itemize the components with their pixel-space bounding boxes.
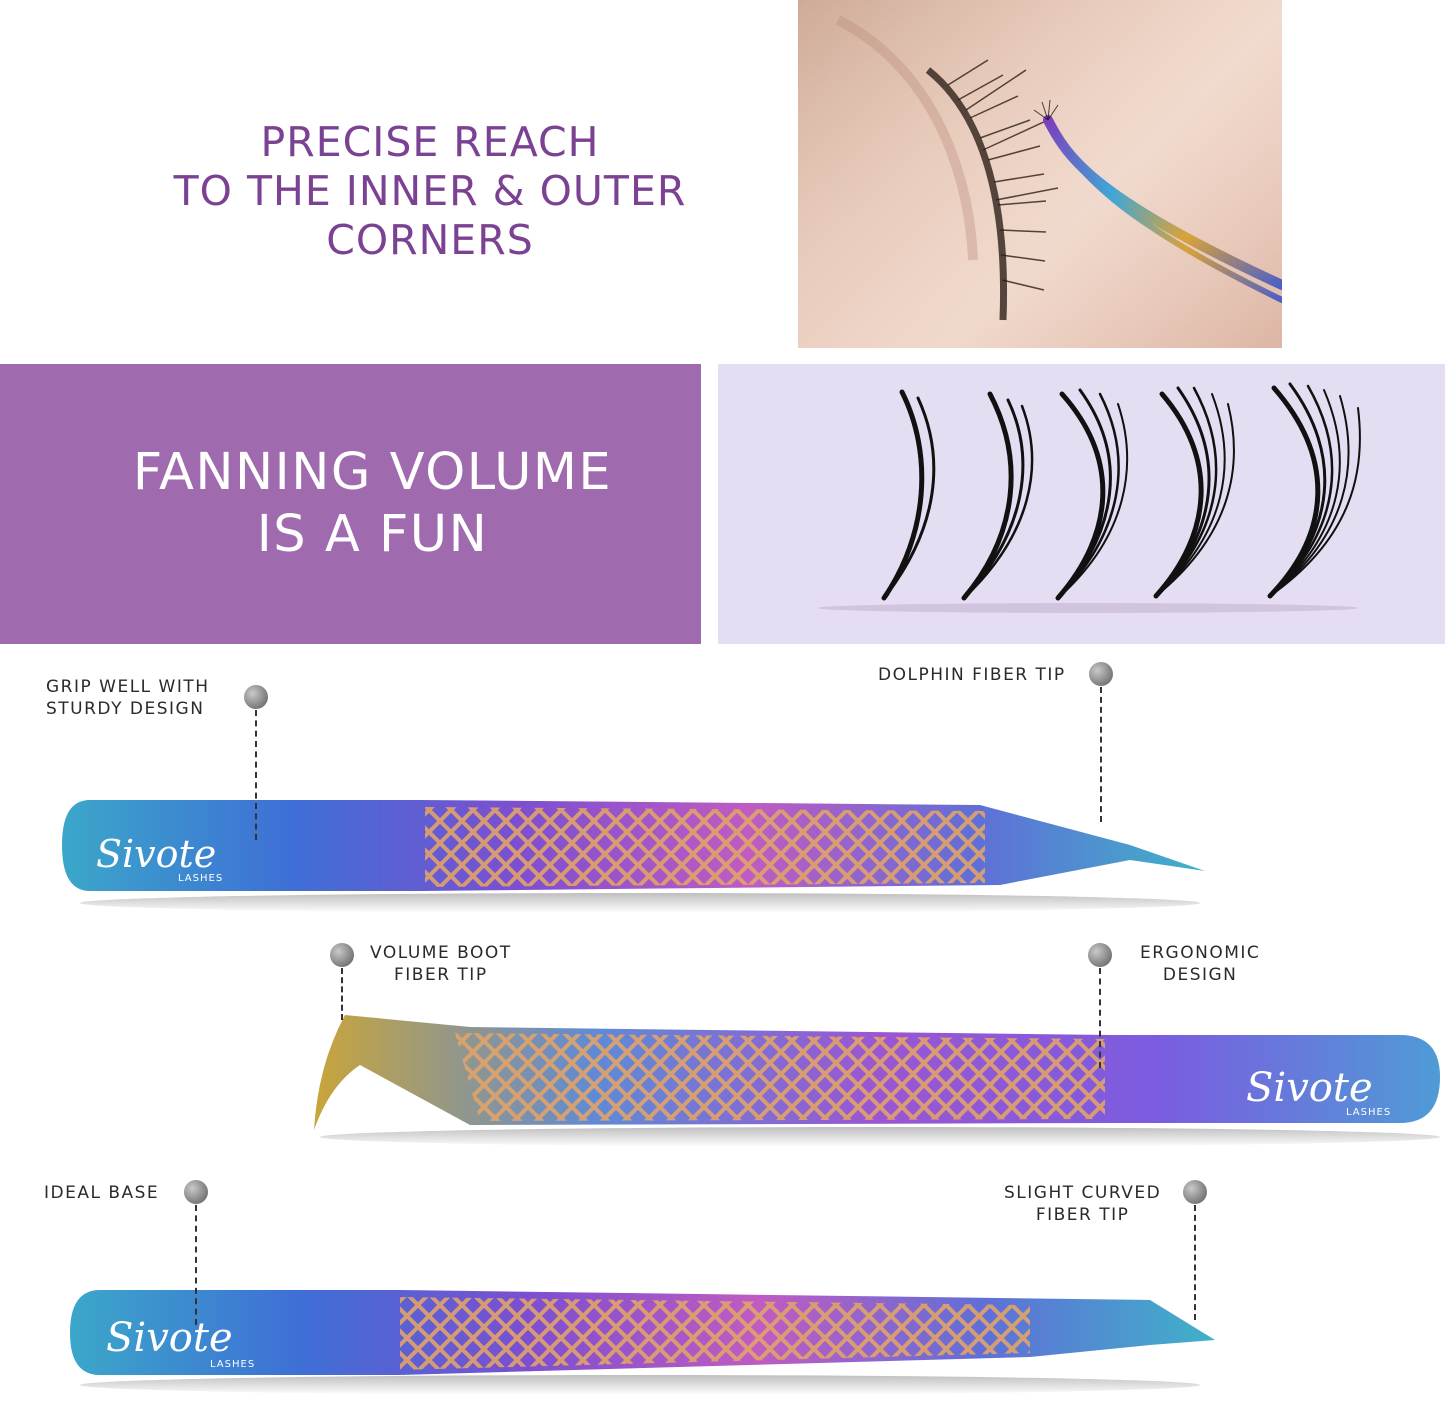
callout-dot-slight-curved [1183,1180,1207,1204]
lash-fan-5d [1153,386,1235,599]
label-volume-boot: VOLUME BOOT FIBER TIP [370,943,512,985]
brand-sub-1: LASHES [178,873,223,884]
label-ergonomic-design: ERGONOMIC DESIGN [1140,943,1261,985]
fanning-line-1: FANNING VOLUME [132,443,613,502]
brand-sub-2: LASHES [1346,1107,1391,1118]
callout-dot-dolphin [1089,662,1113,686]
label-dolphin-fiber-tip: DOLPHIN FIBER TIP [878,665,1066,685]
brand-logo-2: Sivote [1246,1065,1373,1111]
lash-fans-panel [718,364,1445,644]
tweezer-slight-curved: Sivote LASHES [70,1290,1215,1395]
fanning-line-2: IS A FUN [256,505,489,564]
tweezer-dolphin: Sivote LASHES [62,800,1205,913]
headline-line-3: CORNERS [326,216,534,264]
callout-dot-volume-boot [330,943,354,967]
label-grip-well: GRIP WELL WITH STURDY DESIGN [46,677,210,719]
headline-precise-reach: PRECISE REACH TO THE INNER & OUTER CORNE… [100,118,760,265]
fanning-headline: FANNING VOLUME IS A FUN [0,442,745,566]
callout-line-volume-boot [341,968,343,1020]
lash-fan-6d [1267,382,1361,599]
fanning-banner [0,364,701,644]
callout-line-ideal-base [195,1205,197,1325]
callout-line-ergonomic [1099,968,1101,1068]
callout-line-dolphin [1100,687,1102,822]
callout-dot-ergonomic [1088,943,1112,967]
eye-closeup-illustration [798,0,1282,348]
callout-line-slight-curved [1194,1205,1196,1320]
lash-fan-2d [881,389,936,601]
tweezer-volume-boot: Sivote LASHES [314,1015,1440,1147]
brand-logo-1: Sivote [96,832,216,876]
tweezers-illustration: Sivote LASHES Sivote LASHES Sivote LASHE… [62,800,1440,1395]
brand-sub-3: LASHES [210,1359,255,1370]
headline-line-2: TO THE INNER & OUTER [173,167,687,215]
headline-line-1: PRECISE REACH [260,118,600,166]
callout-line-grip [255,710,257,840]
label-ideal-base: IDEAL BASE [44,1183,160,1203]
label-slight-curved: SLIGHT CURVED FIBER TIP [1004,1183,1162,1225]
brand-logo-3: Sivote [106,1315,233,1361]
callout-dot-ideal-base [184,1180,208,1204]
callout-dot-grip [244,685,268,709]
eye-closeup-photo [798,0,1282,348]
lash-fan-3d [961,391,1034,601]
lash-fans-illustration [818,382,1361,613]
lash-fan-4d [1055,388,1129,601]
